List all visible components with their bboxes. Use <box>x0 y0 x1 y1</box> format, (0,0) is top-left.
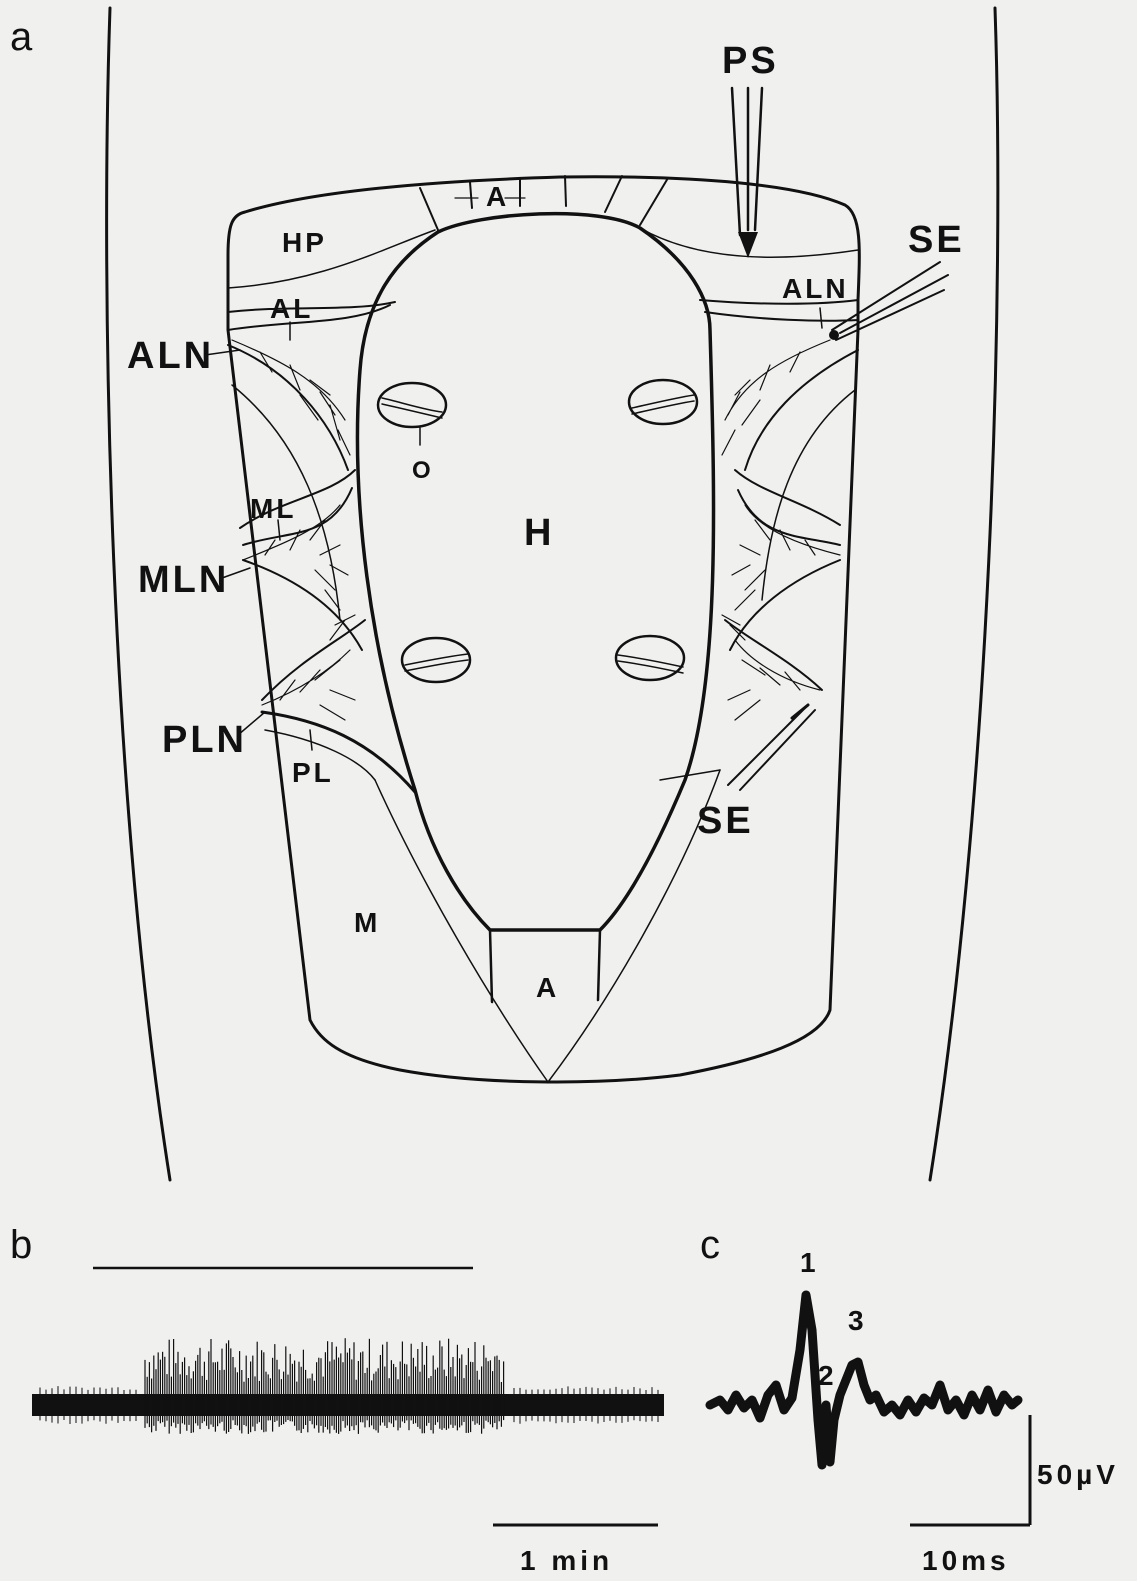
disc-outline <box>228 177 859 1082</box>
panel-letter-b: b <box>10 1223 32 1267</box>
right-ml-band-upper <box>735 470 840 525</box>
label-pln: PLN <box>162 719 247 761</box>
label-a-bottom: A <box>536 972 559 1003</box>
al-band-right-lower <box>705 312 858 321</box>
peak-label-2: 2 <box>818 1360 837 1391</box>
label-aln-left: ALN <box>127 335 214 377</box>
peak-label-3: 3 <box>848 1305 867 1336</box>
label-o: O <box>412 457 434 484</box>
body-outline-right <box>930 8 998 1180</box>
label-h: H <box>524 512 554 554</box>
label-se-bottom: SE <box>697 800 754 842</box>
a-segment-6 <box>640 178 668 225</box>
right-arc-3 <box>730 560 840 650</box>
label-aln-right: ALN <box>782 273 849 304</box>
panel-c-spike-waveform: 1 2 3 50µV 10ms <box>710 1247 1119 1576</box>
panel-b-recording: 1 min <box>32 1268 664 1576</box>
right-pl-junction <box>660 770 720 780</box>
a-bottom-right <box>598 930 600 1000</box>
pl-band-upper <box>262 712 415 792</box>
right-nerve-branches <box>722 340 840 720</box>
label-hp: HP <box>282 227 327 258</box>
pl-leader <box>310 730 312 750</box>
scale-label-time-c: 10ms <box>922 1545 1010 1576</box>
label-pl: PL <box>292 757 334 788</box>
label-m: M <box>354 907 380 938</box>
scale-label-time-b: 1 min <box>520 1545 613 1576</box>
aln-right-leader <box>820 308 822 328</box>
a-segment-1 <box>420 188 438 230</box>
hood-outline <box>357 214 713 930</box>
left-arc-4 <box>262 620 365 700</box>
a-segment-4 <box>565 176 566 206</box>
label-mln: MLN <box>138 559 229 601</box>
se-electrode-bottom <box>728 705 815 790</box>
scale-label-voltage: 50µV <box>1037 1459 1119 1490</box>
panel-a-diagram: PS SE SE HP A AL ALN ALN O H ML MLN PLN … <box>107 8 998 1180</box>
a-segment-2 <box>470 182 472 208</box>
ps-stimulator <box>732 88 762 258</box>
peak-label-1: 1 <box>800 1247 819 1278</box>
ps-arrowhead <box>738 232 758 258</box>
label-se-top: SE <box>908 219 965 261</box>
ocellus-4 <box>616 636 684 680</box>
a-bottom-left <box>490 930 492 1002</box>
a-segment-5 <box>605 176 622 212</box>
label-a-top: A <box>486 181 509 212</box>
spike-burst <box>40 1338 658 1434</box>
label-ps: PS <box>722 40 779 82</box>
converge-line-right <box>548 770 720 1082</box>
label-ml: ML <box>250 493 296 524</box>
right-ml-band-lower <box>738 490 840 545</box>
label-al: AL <box>270 293 313 324</box>
panel-letter-a: a <box>10 15 33 59</box>
right-arc-2 <box>762 390 855 600</box>
panel-letter-c: c <box>700 1223 720 1267</box>
ocellus-3 <box>402 638 470 682</box>
